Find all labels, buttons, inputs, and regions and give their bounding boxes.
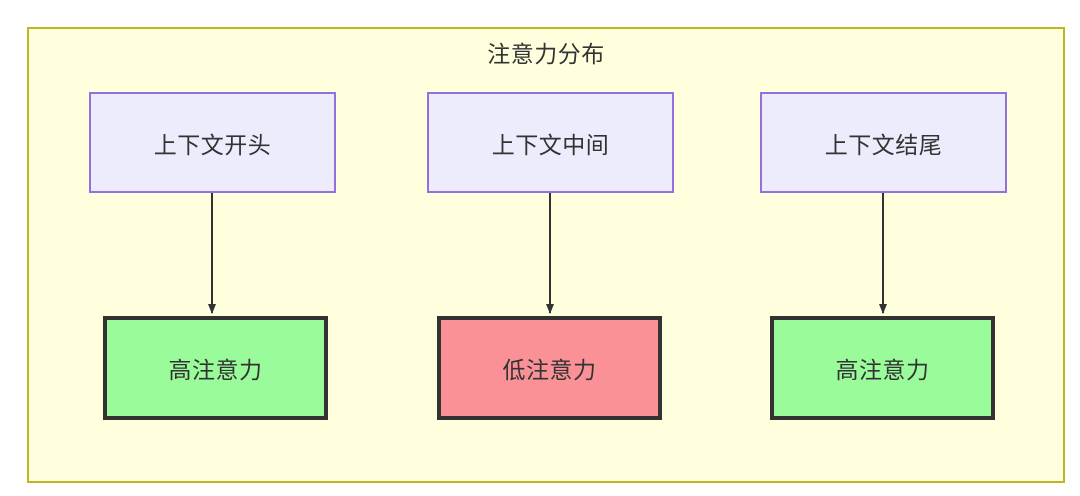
node-context-start[interactable]: 上下文开头 — [89, 92, 336, 193]
node-label: 上下文中间 — [491, 131, 610, 158]
node-attention-high-start[interactable]: 高注意力 — [103, 316, 328, 420]
node-context-middle[interactable]: 上下文中间 — [427, 92, 674, 193]
node-context-end[interactable]: 上下文结尾 — [760, 92, 1007, 193]
node-attention-low-middle[interactable]: 低注意力 — [437, 316, 662, 420]
subgraph-title: 注意力分布 — [487, 41, 605, 67]
node-label: 低注意力 — [502, 357, 597, 383]
node-attention-high-end[interactable]: 高注意力 — [770, 316, 995, 420]
node-label: 高注意力 — [168, 357, 263, 383]
node-label: 上下文结尾 — [824, 131, 943, 158]
node-label: 上下文开头 — [153, 131, 272, 158]
node-label: 高注意力 — [835, 357, 930, 383]
